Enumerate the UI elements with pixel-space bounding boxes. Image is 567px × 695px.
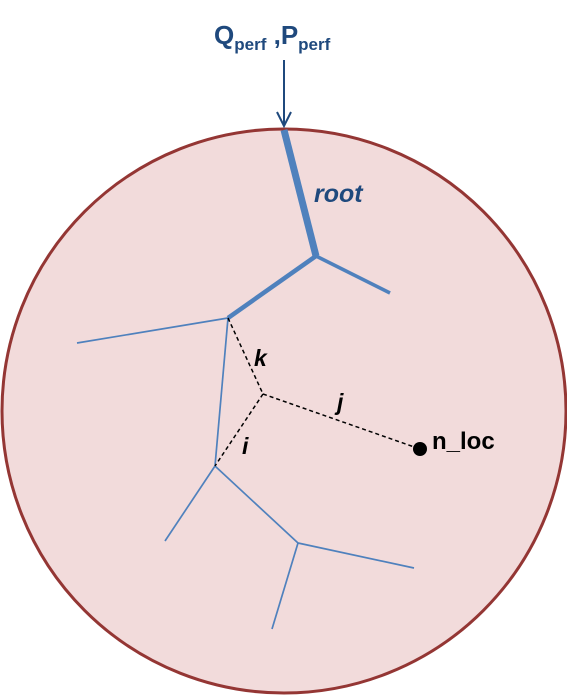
- segment-label-i: i: [242, 433, 249, 459]
- flow-symbol: Q: [214, 20, 234, 50]
- inflow-arrowhead: [276, 111, 292, 129]
- vessel-segment-lower-left: [164, 465, 216, 542]
- segment-label-j: j: [334, 389, 344, 415]
- new-location-label: n_loc: [432, 428, 495, 455]
- label-separator: ,: [266, 20, 280, 50]
- root-segment: [280, 129, 320, 257]
- vessel-segment-upper-left: [226, 254, 318, 320]
- segment-label-k: k: [254, 345, 268, 371]
- connection-line-i: [214, 393, 264, 467]
- pressure-subscript: perf: [298, 35, 330, 54]
- root-label: root: [314, 180, 364, 208]
- vessel-segment-left-branch: [76, 317, 229, 344]
- vessel-segment-lower-right: [297, 542, 415, 569]
- vessel-segment-lower-mid: [214, 465, 299, 544]
- perfusion-domain: [0, 127, 567, 695]
- pressure-symbol: P: [281, 20, 298, 50]
- new-location-point: [413, 442, 427, 456]
- vessel-segment-upper-right: [315, 254, 391, 295]
- vessel-segment-k: [214, 317, 229, 467]
- vessel-segment-bottom: [271, 542, 299, 630]
- flow-subscript: perf: [234, 35, 266, 54]
- inflow-label: Qperf ,Pperf: [214, 20, 331, 54]
